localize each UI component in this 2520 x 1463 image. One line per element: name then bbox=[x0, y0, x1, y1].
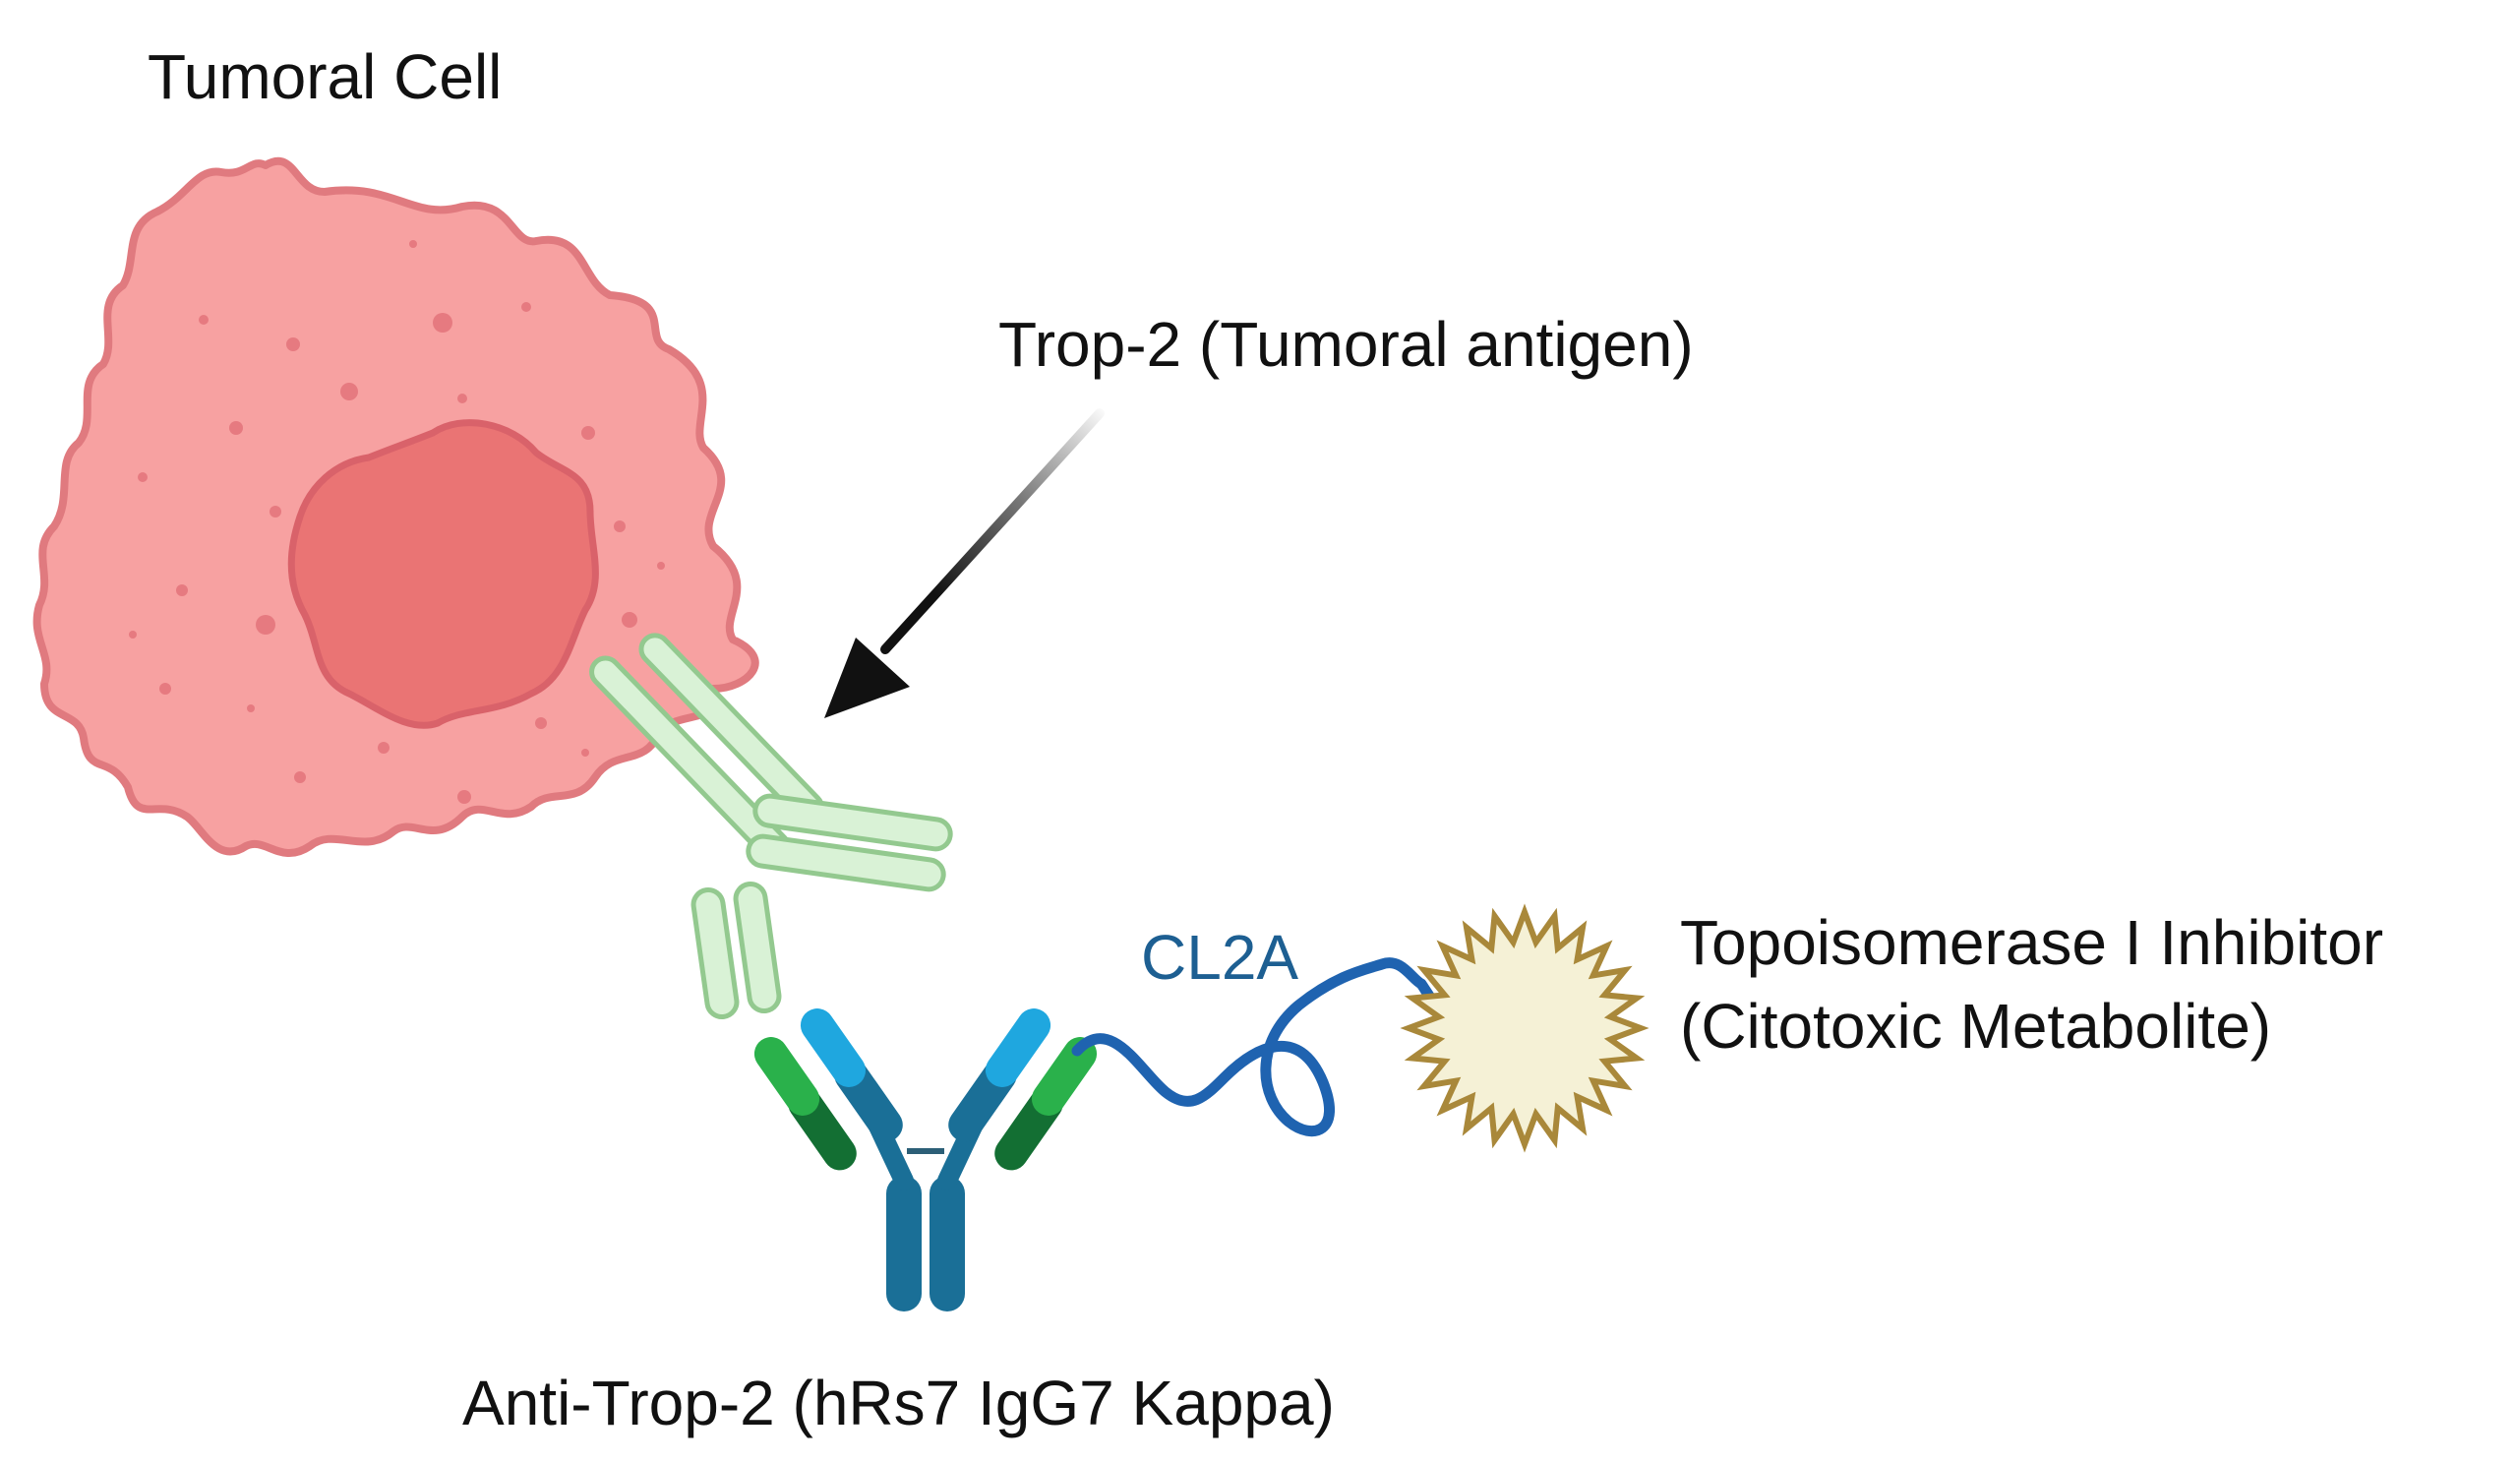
topoisomerase-inhibitor-payload bbox=[1400, 903, 1650, 1153]
cl2a-linker bbox=[1071, 957, 1452, 1136]
tumoral-cell-label: Tumoral Cell bbox=[148, 41, 502, 112]
payload-label-line2: (Citotoxic Metabolite) bbox=[1680, 991, 2271, 1062]
trop2-antigen bbox=[589, 633, 953, 1020]
cl2a-label: CL2A bbox=[1141, 922, 1298, 993]
cell-nucleus bbox=[287, 419, 599, 729]
antibody-fc-right bbox=[930, 1176, 965, 1311]
antibody-label: Anti-Trop-2 (hRs7 IgG7 Kappa) bbox=[462, 1368, 1335, 1438]
payload-label-line1: Topoisomerase I Inhibitor bbox=[1680, 907, 2383, 978]
trop2-pointer-arrow bbox=[824, 408, 1105, 718]
arrow-head bbox=[824, 638, 910, 718]
anti-trop2-antibody bbox=[753, 1008, 1098, 1311]
trop2-label: Trop-2 (Tumoral antigen) bbox=[998, 309, 1694, 380]
antibody-fc-left bbox=[886, 1176, 922, 1311]
tumoral-cell bbox=[32, 156, 759, 857]
cell-granules bbox=[129, 240, 665, 804]
